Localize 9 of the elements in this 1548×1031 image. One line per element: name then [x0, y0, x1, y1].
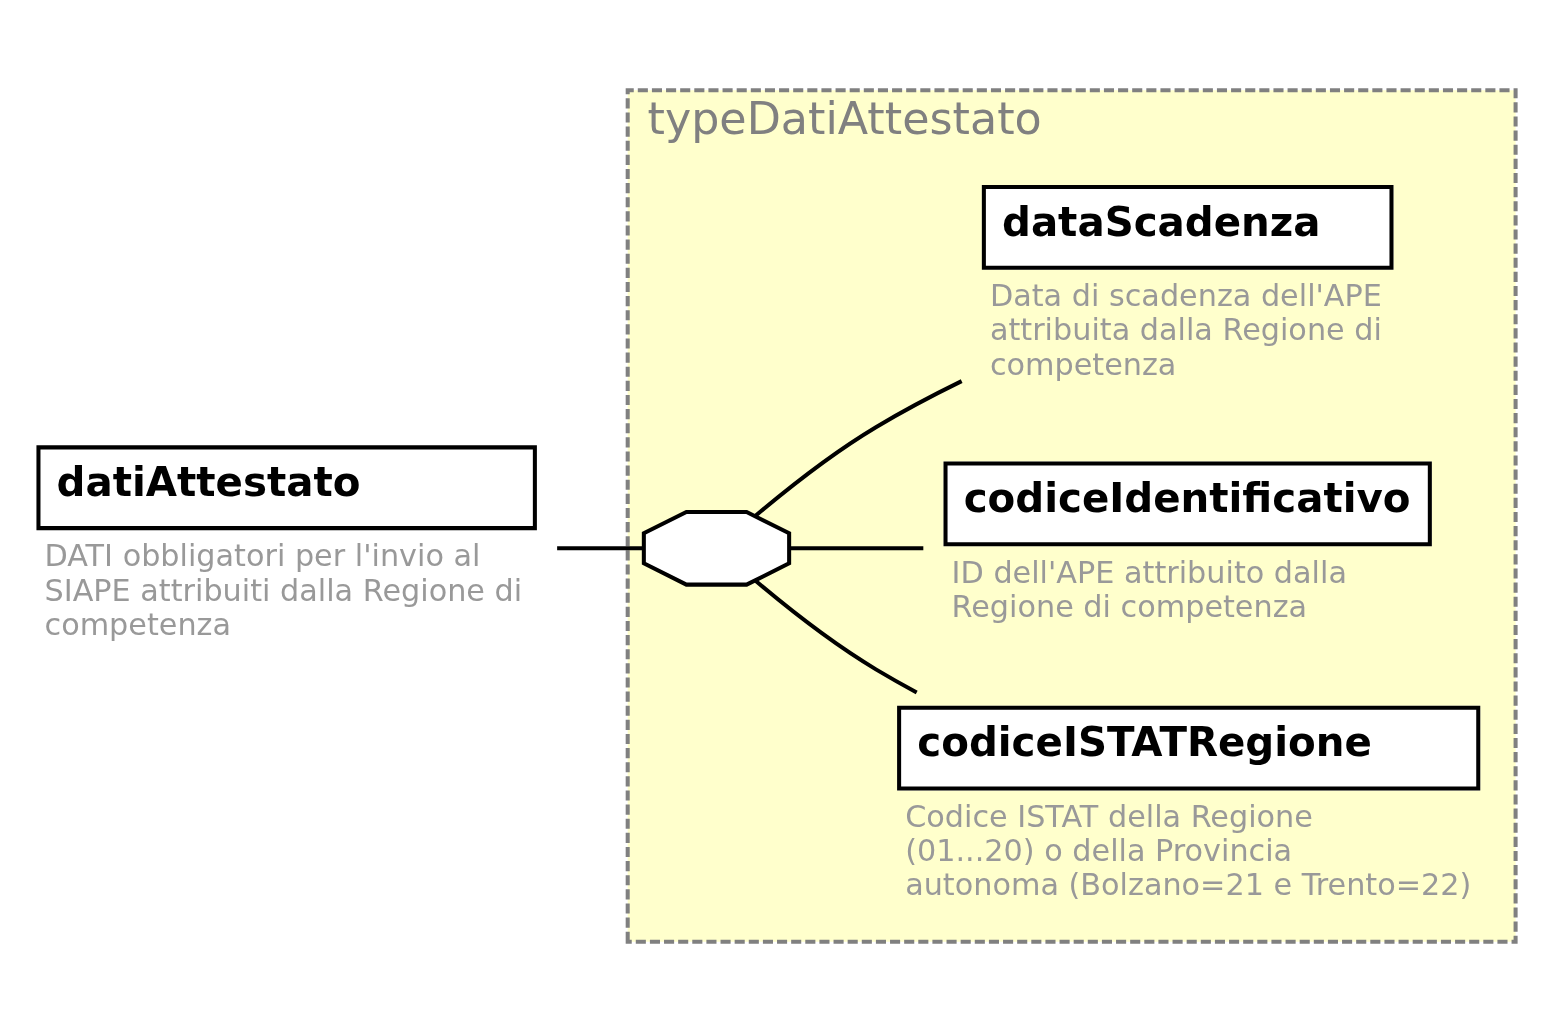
connector	[789, 545, 924, 550]
node-label: Data di scadenza dell'APE attribuita dalla Regione di competenza	[989, 277, 1382, 382]
node-label: ID dell'APE attribuito dalla Regione di competenza	[951, 554, 1347, 624]
connector	[754, 378, 963, 517]
connector	[754, 578, 918, 694]
connector	[557, 545, 644, 550]
node-octagon	[641, 509, 792, 587]
node-label: Codice ISTAT della Regione (01...20) o della Provincia autonoma (Bolzano=21 e Trento=22)	[905, 798, 1472, 902]
node-label: DATI obbligatori per l'invio al SIAPE attribuiti dalla Regione di competenza	[44, 537, 523, 642]
